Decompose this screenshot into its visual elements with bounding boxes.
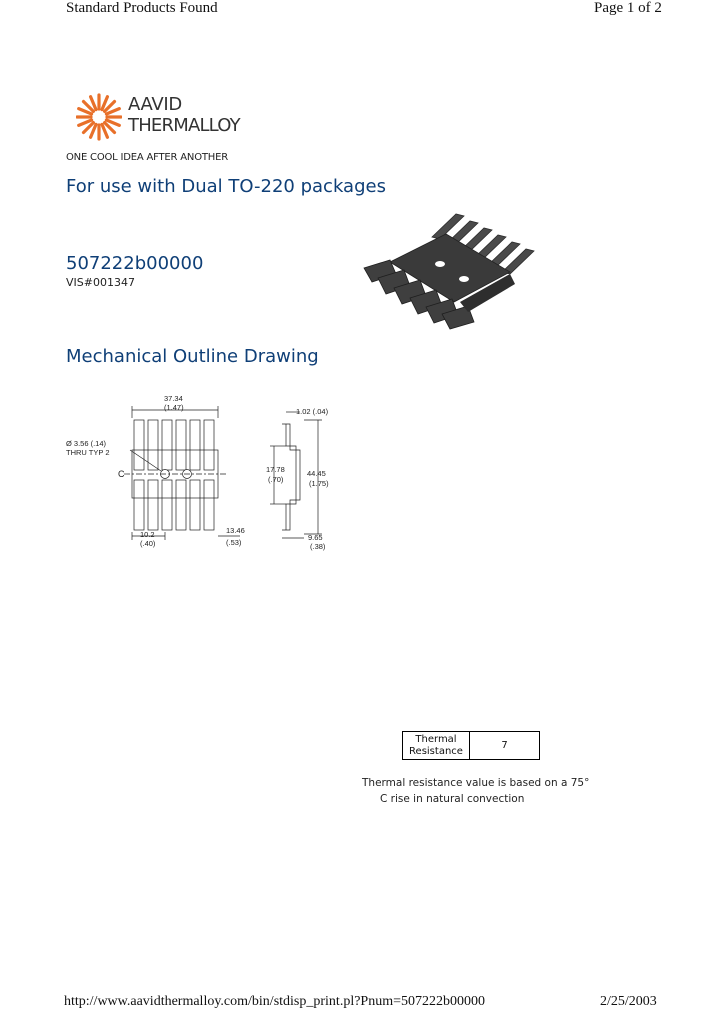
vis-number: VIS#001347 — [66, 276, 135, 289]
dim-depth-in: (.38) — [310, 542, 326, 551]
thermal-note-line-2: C rise in natural convection — [380, 793, 525, 805]
sunburst-logo-icon — [76, 93, 122, 141]
dim-pitch-in: (.40) — [140, 539, 156, 548]
dim-depth-mm: 9.65 — [308, 533, 323, 542]
thermal-note-line-1: Thermal resistance value is based on a 7… — [362, 777, 590, 789]
hole-callout-1: Ø 3.56 (.14) — [66, 439, 107, 448]
centerline-label: C — [118, 469, 125, 479]
hole-callout-2: THRU TYP 2 — [66, 448, 109, 457]
drawing-heading: Mechanical Outline Drawing — [66, 346, 319, 367]
print-header-title: Standard Products Found — [66, 0, 218, 16]
dim-offset-in: (.53) — [226, 538, 242, 547]
thermal-label-line-1: Thermal — [415, 733, 457, 745]
dim-width-in: (1.47) — [164, 403, 184, 412]
company-logo: AAVID THERMALLOY ONE COOL IDEA AFTER ANO… — [66, 90, 276, 165]
part-number: 507222b00000 — [66, 253, 204, 274]
thermal-label-line-2: Resistance — [409, 745, 463, 757]
dim-width-mm: 37.34 — [164, 394, 183, 403]
logo-line-2: THERMALLOY — [128, 115, 241, 136]
dim-base-in: (.70) — [268, 475, 284, 484]
dim-height-in: (1.75) — [309, 479, 329, 488]
heatsink-product-image — [363, 213, 535, 330]
dim-offset-mm: 13.46 — [226, 526, 245, 535]
mechanical-outline-drawing: 37.34 (1.47) Ø 3.56 (.14) THRU TYP 2 C 1… — [66, 394, 329, 551]
dim-base-mm: 17.78 — [266, 465, 285, 474]
thermal-note: Thermal resistance value is based on a 7… — [362, 775, 590, 807]
dim-pitch-mm: 10.2 — [140, 530, 155, 539]
thermal-resistance-label: Thermal Resistance — [402, 731, 470, 760]
logo-line-1: AAVID — [128, 94, 182, 115]
print-footer-url[interactable]: http://www.aavidthermalloy.com/bin/stdis… — [64, 994, 485, 1009]
thermal-resistance-table: Thermal Resistance 7 — [402, 731, 540, 760]
package-heading: For use with Dual TO-220 packages — [66, 176, 386, 197]
dim-height-mm: 44.45 — [307, 469, 326, 478]
print-header-page: Page 1 of 2 — [594, 0, 662, 16]
logo-tagline: ONE COOL IDEA AFTER ANOTHER — [66, 152, 228, 163]
print-footer-date: 2/25/2003 — [600, 994, 657, 1009]
dim-thickness: 1.02 (.04) — [296, 407, 329, 416]
thermal-resistance-value: 7 — [469, 731, 540, 760]
